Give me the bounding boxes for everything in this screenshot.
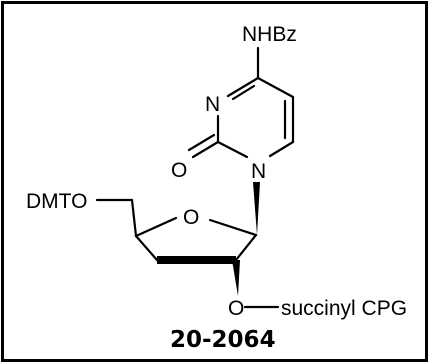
label-dmto: DMTO — [26, 190, 87, 213]
label-succinyl-cpg: succinyl CPG — [281, 297, 407, 320]
label-ring-oxygen: O — [183, 206, 199, 229]
label-n1: N — [251, 160, 266, 183]
label-o2: O — [171, 159, 187, 182]
bond-c4prime-c3prime — [134, 234, 159, 262]
bond-c4prime-ringo — [134, 216, 178, 238]
bond-c6-n1 — [268, 140, 295, 158]
bond-c4-c5 — [256, 76, 295, 99]
bond-c1prime-c2prime — [234, 233, 258, 262]
bond-n1-c1prime-wedge — [253, 182, 260, 235]
bond-c2-o-double-outer — [191, 140, 220, 159]
bond-c4-n3-double-outer — [226, 76, 260, 98]
bond-c5prime-c4prime — [130, 198, 138, 238]
label-o3prime: O — [228, 297, 244, 320]
bond-c2prime-o-wedge — [232, 260, 240, 296]
bond-c4-n3-double-inner — [231, 84, 256, 101]
compound-id-caption: 20-2064 — [170, 327, 276, 353]
bond-c2-o-double-inner — [187, 133, 216, 152]
bond-ringo-c1prime — [208, 218, 258, 237]
bond-c2-n1 — [216, 140, 249, 159]
bond-c3prime-c2prime-bold — [157, 256, 236, 264]
label-n3: N — [205, 93, 220, 116]
label-nhbz: NHBz — [242, 23, 297, 46]
